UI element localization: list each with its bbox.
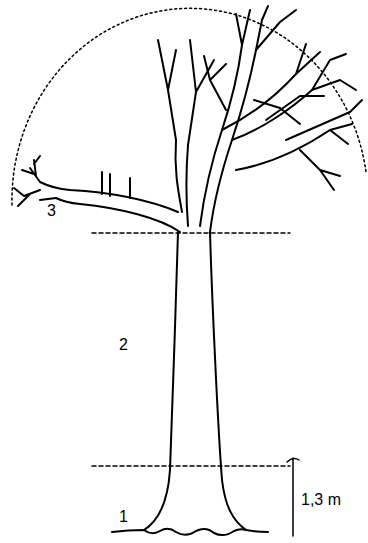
crown-base-line <box>92 232 290 234</box>
callout-number: 1 <box>118 508 129 526</box>
dimension-tick <box>287 458 299 462</box>
dimension-line <box>292 458 294 536</box>
breast-height-line <box>92 465 290 467</box>
callout-number: 2 <box>118 336 129 354</box>
branches <box>14 6 362 232</box>
callout-number: 3 <box>46 202 57 220</box>
dimension-label: 1,3 m <box>300 491 342 509</box>
crown-outline <box>12 8 366 205</box>
trunk <box>112 232 268 535</box>
